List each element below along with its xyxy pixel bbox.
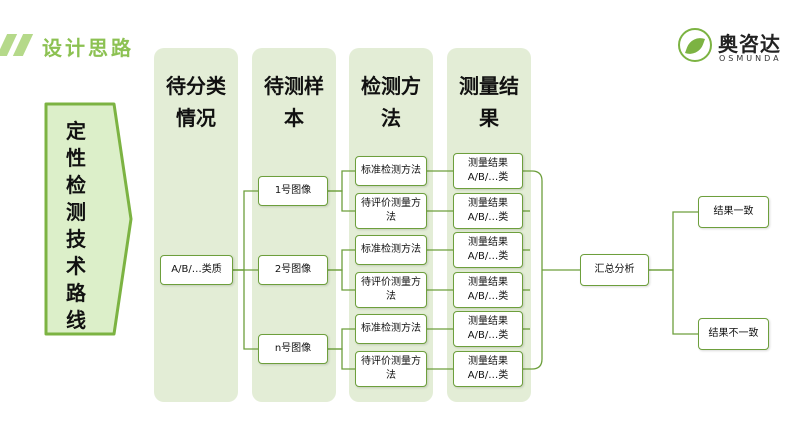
method-node: 标准检测方法 (355, 156, 427, 186)
logo-name-en: OSMUNDA (719, 54, 782, 63)
route-label: 定性检测技术路线 (66, 119, 86, 332)
connector-line (328, 269, 355, 291)
connector-line (328, 190, 355, 212)
method-node: 待评价测量方法 (355, 193, 427, 229)
root-node: A/B/…类质 (160, 255, 233, 285)
sample-node: 1号图像 (258, 176, 328, 206)
route-arrow (44, 102, 133, 336)
sample-node: n号图像 (258, 334, 328, 364)
column-header: 检测方法 (361, 74, 421, 130)
connector-line (649, 211, 698, 271)
logo-name-cn: 奥咨达 (718, 32, 781, 56)
connector-line (328, 348, 355, 370)
column-header: 待分类情况 (166, 74, 226, 130)
column-header: 测量结果 (459, 74, 519, 130)
outcome-node-inconsistent: 结果不一致 (698, 318, 769, 350)
connector-line (649, 269, 698, 335)
method-node: 标准检测方法 (355, 235, 427, 265)
summary-node: 汇总分析 (580, 254, 649, 286)
connector-line (523, 170, 543, 370)
column-classification: 待分类情况 (154, 48, 238, 402)
page-title: 设计思路 (42, 36, 134, 60)
connector-line (233, 190, 258, 271)
brand-logo: 奥咨达 OSMUNDA (678, 26, 790, 70)
leaf-icon (678, 28, 712, 62)
connector-line (233, 269, 258, 350)
column-header: 待测样本 (264, 74, 324, 130)
connector-line (328, 170, 355, 192)
sample-node: 2号图像 (258, 255, 328, 285)
method-node: 待评价测量方法 (355, 272, 427, 308)
method-node: 标准检测方法 (355, 314, 427, 344)
outcome-node-consistent: 结果一致 (698, 196, 769, 228)
connector-line (328, 249, 355, 271)
method-node: 待评价测量方法 (355, 351, 427, 387)
connector-line (328, 328, 355, 350)
